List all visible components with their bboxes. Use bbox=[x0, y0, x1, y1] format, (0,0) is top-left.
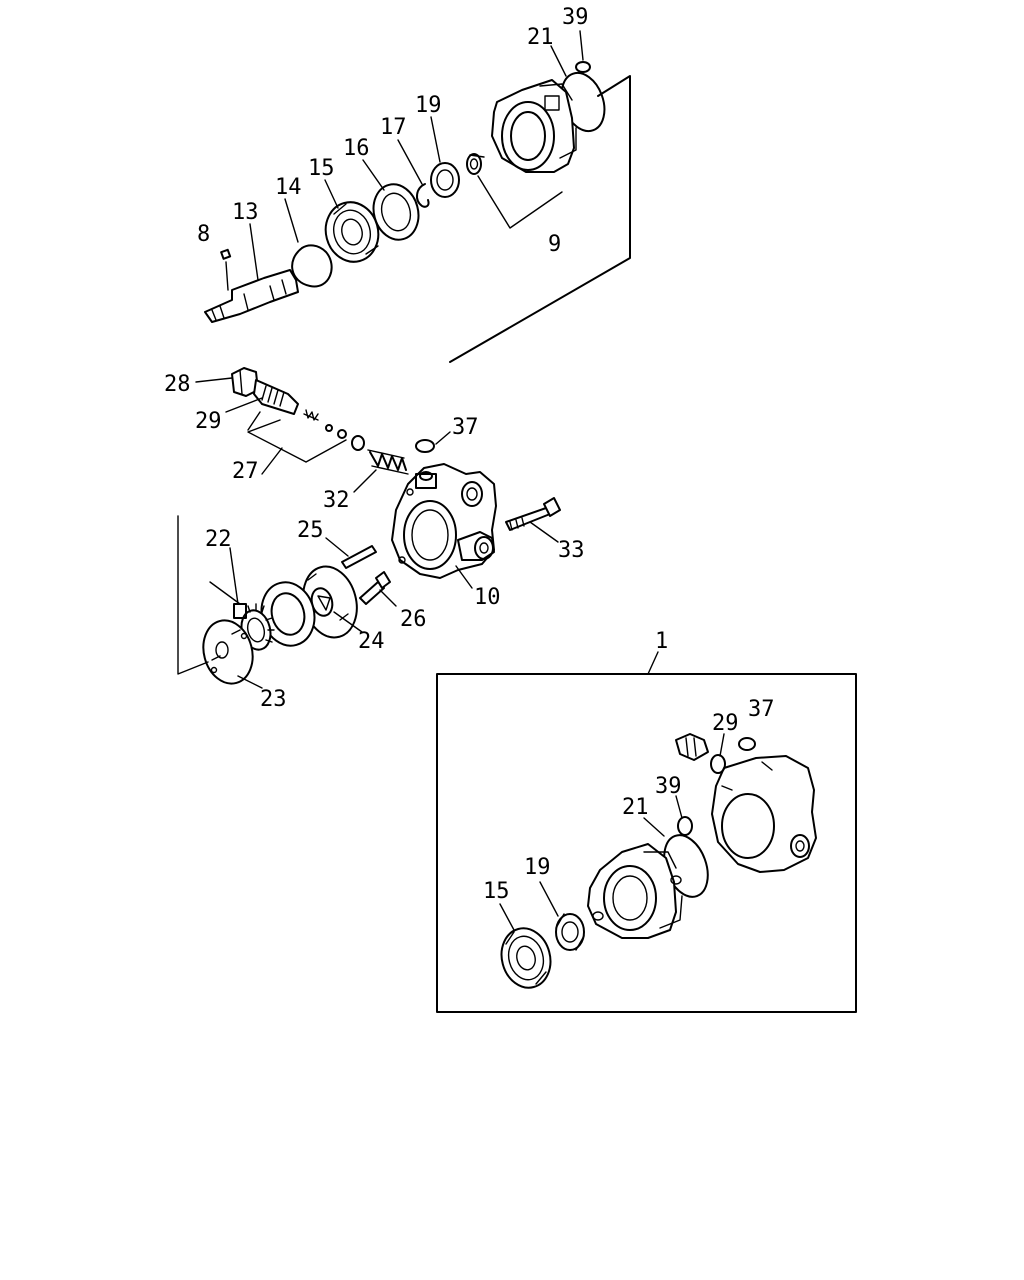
label-39: 39 bbox=[562, 5, 589, 30]
ball-bearing-15-box bbox=[500, 927, 552, 989]
label-22: 22 bbox=[205, 527, 232, 552]
label-15-box: 15 bbox=[483, 879, 510, 904]
leader-37 bbox=[435, 431, 451, 445]
leader-19 bbox=[430, 116, 441, 163]
spring-32 bbox=[367, 449, 409, 475]
leader-16 bbox=[362, 159, 385, 191]
bracket-9 bbox=[477, 175, 563, 229]
leader-21-box bbox=[643, 817, 665, 837]
o-ring-37-box bbox=[738, 737, 756, 751]
pump-body-group: 28 29 27 32 bbox=[164, 367, 585, 712]
pin-25 bbox=[341, 545, 377, 569]
bearing-19 bbox=[430, 162, 460, 198]
leader-17 bbox=[397, 139, 423, 185]
label-15: 15 bbox=[308, 156, 335, 181]
label-23: 23 bbox=[260, 687, 287, 712]
label-32: 32 bbox=[323, 488, 350, 513]
leader-27 bbox=[261, 447, 283, 475]
bearing-19-box bbox=[555, 913, 585, 951]
pump-body-ghost bbox=[711, 755, 817, 873]
label-26: 26 bbox=[400, 607, 427, 632]
o-ring-39 bbox=[575, 61, 591, 73]
leader-23 bbox=[237, 675, 263, 689]
label-13: 13 bbox=[232, 200, 259, 225]
label-33: 33 bbox=[558, 538, 585, 563]
bushing bbox=[466, 153, 485, 175]
snap-ring-14 bbox=[291, 244, 333, 288]
label-10: 10 bbox=[474, 585, 501, 610]
bracket-22 bbox=[209, 581, 241, 605]
leader-28 bbox=[195, 377, 233, 383]
shaft-13 bbox=[204, 269, 299, 323]
label-9: 9 bbox=[548, 232, 561, 257]
label-19-box: 19 bbox=[524, 855, 551, 880]
washer-16 bbox=[372, 183, 420, 241]
leader-25 bbox=[325, 537, 349, 557]
leader-21 bbox=[550, 45, 567, 77]
leader-19-box bbox=[539, 881, 559, 917]
leader-24 bbox=[333, 611, 363, 633]
kit-frame bbox=[436, 673, 857, 1013]
label-1: 1 bbox=[655, 629, 668, 654]
label-29-box: 29 bbox=[712, 711, 739, 736]
ball-bearing-15 bbox=[324, 201, 380, 263]
label-8: 8 bbox=[197, 222, 210, 247]
bolt-33 bbox=[505, 497, 561, 531]
label-24: 24 bbox=[358, 629, 385, 654]
o-ring-37 bbox=[415, 439, 435, 453]
snap-ring-17 bbox=[416, 183, 430, 208]
label-39-box: 39 bbox=[655, 774, 682, 799]
label-19: 19 bbox=[415, 93, 442, 118]
leader-29-box bbox=[719, 733, 725, 757]
leader-39-box bbox=[675, 795, 683, 819]
assembly-kit-box: 1 29 37 39 21 bbox=[436, 629, 857, 1013]
o-ring-29-box bbox=[710, 754, 726, 774]
label-37-box: 37 bbox=[748, 697, 775, 722]
end-plate-23 bbox=[202, 619, 254, 685]
valve-kit-27-parts bbox=[303, 409, 365, 451]
leader-15 bbox=[324, 179, 339, 209]
valve-spool-29 bbox=[253, 379, 299, 415]
left-group-bracket bbox=[177, 515, 209, 675]
label-29: 29 bbox=[195, 409, 222, 434]
label-37: 37 bbox=[452, 415, 479, 440]
front-housing-group: 39 21 9 19 17 bbox=[197, 5, 631, 363]
o-ring-39-box bbox=[677, 816, 693, 836]
label-25: 25 bbox=[297, 518, 324, 543]
label-16: 16 bbox=[343, 136, 370, 161]
valve-29-box bbox=[675, 733, 709, 761]
leader-10 bbox=[455, 565, 473, 589]
pump-body-10 bbox=[391, 463, 497, 579]
leader-39 bbox=[579, 30, 584, 61]
leader-1 bbox=[647, 651, 659, 675]
leader-8 bbox=[225, 261, 229, 291]
label-21: 21 bbox=[527, 25, 554, 50]
bracket-27-b bbox=[247, 419, 347, 463]
label-17: 17 bbox=[380, 115, 407, 140]
leader-22 bbox=[229, 547, 239, 605]
group-bracket-line bbox=[449, 75, 631, 363]
label-21-box: 21 bbox=[622, 795, 649, 820]
label-27: 27 bbox=[232, 459, 259, 484]
leader-33 bbox=[529, 521, 559, 543]
front-housing bbox=[491, 79, 577, 173]
leader-14 bbox=[284, 198, 299, 243]
leader-15-box bbox=[499, 903, 515, 931]
label-14: 14 bbox=[275, 175, 302, 200]
bracket-27 bbox=[247, 411, 261, 431]
bolt-26 bbox=[359, 571, 391, 605]
leader-26 bbox=[379, 589, 397, 607]
leader-32 bbox=[353, 469, 377, 493]
leader-29 bbox=[225, 397, 263, 413]
key-8 bbox=[220, 248, 232, 260]
label-28: 28 bbox=[164, 372, 191, 397]
leader-13 bbox=[249, 223, 259, 281]
front-housing-box bbox=[587, 843, 683, 939]
